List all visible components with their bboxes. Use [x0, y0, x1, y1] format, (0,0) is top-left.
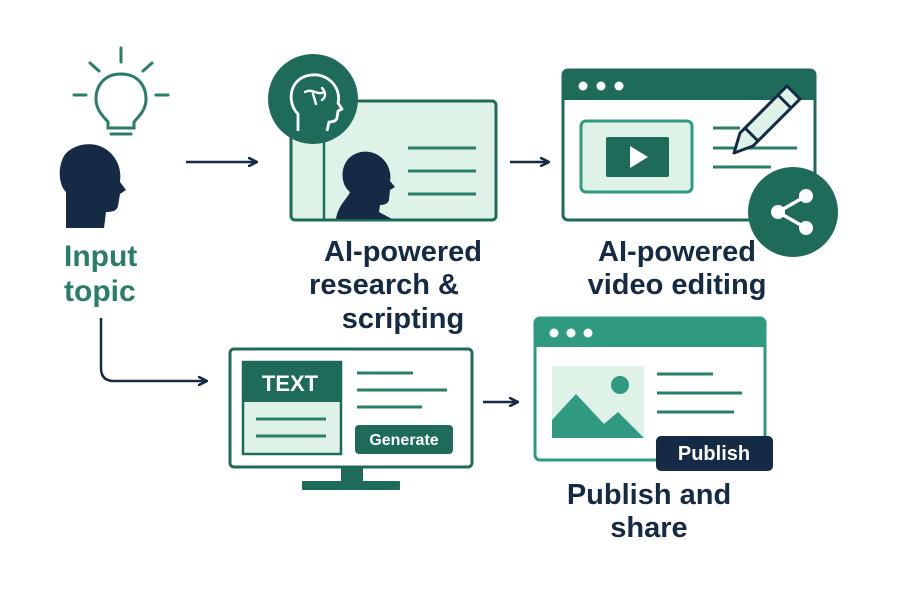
publish-share-label: Publish and share [534, 479, 764, 546]
research-label-line2: research & [309, 269, 459, 302]
generate-button-label: Generate [369, 432, 438, 449]
publish-button-label: Publish [678, 443, 750, 465]
research-label-line1: AI-powered [324, 236, 482, 268]
publish-window [533, 316, 767, 462]
publish-share-line1: Publish and [566, 479, 732, 511]
lightbulb-icon [72, 46, 170, 136]
video-editing-label: AI-powered video editing [557, 236, 797, 303]
person-head-icon [336, 151, 395, 219]
pencil-icon [732, 84, 802, 155]
brain-head-icon [268, 54, 358, 144]
video-editor-window [561, 68, 817, 222]
research-label-line3: scripting [341, 302, 465, 335]
video-editing-line1: AI-powered [598, 236, 756, 268]
publish-share-line2: share [610, 512, 688, 545]
generate-button[interactable]: Generate [355, 425, 453, 454]
play-icon [630, 146, 648, 168]
input-topic-line1: Input [64, 240, 138, 273]
text-badge: TEXT [262, 371, 319, 396]
image-icon [552, 366, 644, 438]
arrow-input-to-generate [99, 318, 206, 381]
publish-button[interactable]: Publish [656, 436, 773, 471]
input-topic-label: Input topic [64, 240, 137, 309]
research-label: AI-powered research & scripting [264, 236, 504, 336]
share-icon [748, 167, 838, 257]
video-editing-line2: video editing [587, 269, 767, 302]
input-topic-line2: topic [64, 274, 136, 308]
person-head-icon [59, 144, 126, 228]
